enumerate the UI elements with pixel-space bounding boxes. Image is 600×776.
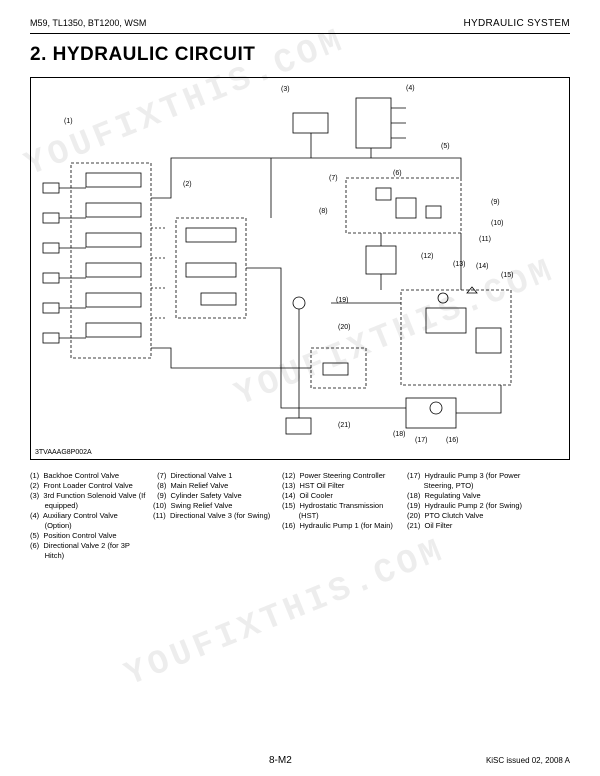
- callout-12: (12): [421, 253, 434, 260]
- callout-2: (2): [183, 181, 192, 188]
- third-function-valve: [292, 112, 329, 134]
- callout-5: (5): [441, 143, 450, 150]
- callout-1: (1): [64, 118, 73, 125]
- callout-19: (19): [336, 297, 349, 304]
- callout-4: (4): [406, 85, 415, 92]
- main-piping: [151, 133, 502, 418]
- callout-14: (14): [476, 263, 489, 270]
- page-title: 2. HYDRAULIC CIRCUIT: [30, 44, 256, 65]
- legend-col-1: (1) Backhoe Control Valve (2) Front Load…: [30, 471, 145, 561]
- legend-col-2: (7) Directional Valve 1 (8) Main Relief …: [153, 471, 270, 521]
- legend-item: (Option): [30, 521, 72, 530]
- backhoe-cylinders: [42, 182, 86, 344]
- callout-3: (3): [281, 86, 290, 93]
- legend-item: (11) Directional Valve 3 (for Swing): [153, 511, 271, 520]
- legend-item: (8) Main Relief Valve: [153, 481, 229, 490]
- control-valve-block: [345, 177, 462, 234]
- callout-8: (8): [319, 208, 328, 215]
- legend-item: (2) Front Loader Control Valve: [30, 481, 133, 490]
- pump-assembly: [405, 397, 457, 429]
- callout-17: (17): [415, 437, 428, 444]
- legend-item: (16) Hydraulic Pump 1 (for Main): [282, 521, 393, 530]
- legend-item: (12) Power Steering Controller: [282, 471, 386, 480]
- legend-col-3: (12) Power Steering Controller (13) HST …: [282, 471, 393, 531]
- legend-item: (6) Directional Valve 2 (for 3P: [30, 541, 130, 550]
- legend-item: Steering, PTO): [407, 481, 474, 490]
- hst-block: [400, 289, 512, 386]
- legend-item: equipped): [30, 501, 78, 510]
- legend-item: (15) Hydrostatic Transmission: [282, 501, 384, 510]
- legend-item: (1) Backhoe Control Valve: [30, 471, 120, 480]
- legend-item: (5) Position Control Valve: [30, 531, 117, 540]
- legend-item: (20) PTO Clutch Valve: [407, 511, 484, 520]
- legend-col-4: (17) Hydraulic Pump 3 (for Power Steerin…: [407, 471, 522, 531]
- oil-filter: [285, 417, 312, 435]
- circuit-diagram: [42, 97, 512, 435]
- legend-item: (4) Auxiliary Control Valve: [30, 511, 118, 520]
- header-section: HYDRAULIC SYSTEM: [463, 18, 570, 29]
- watermark: YOUFIXTHIS.COM: [120, 532, 452, 696]
- hydraulic-circuit-figure: (1) (2) (3) (4) (5) (6) (7) (8) (9) (10)…: [30, 77, 570, 460]
- legend-item: (19) Hydraulic Pump 2 (for Swing): [407, 501, 523, 510]
- front-loader-valve-block: [175, 217, 247, 319]
- backhoe-valve-block: [70, 162, 152, 359]
- legend-item: (9) Cylinder Safety Valve: [153, 491, 242, 500]
- power-steering-controller: [365, 245, 397, 275]
- callout-10: (10): [491, 220, 504, 227]
- legend-item: (17) Hydraulic Pump 3 (for Power: [407, 471, 521, 480]
- callout-7: (7): [329, 175, 338, 182]
- header-models: M59, TL1350, BT1200, WSM: [30, 18, 147, 28]
- legend-item: (13) HST Oil Filter: [282, 481, 345, 490]
- legend-item: (10) Swing Relief Valve: [153, 501, 233, 510]
- callout-9: (9): [491, 199, 500, 206]
- legend-item: Hitch): [30, 551, 65, 560]
- callout-16: (16): [446, 437, 459, 444]
- header-rule: [30, 33, 570, 34]
- callout-6: (6): [393, 170, 402, 177]
- callout-13: (13): [453, 261, 466, 268]
- callout-21: (21): [338, 422, 351, 429]
- figure-code: 3TVAAAG8P002A: [35, 449, 92, 456]
- pump-2: [292, 296, 306, 310]
- callout-11: (11): [479, 236, 491, 243]
- issued-note: KiSC issued 02, 2008 A: [485, 756, 570, 765]
- legend-item: (7) Directional Valve 1: [153, 471, 233, 480]
- legend-item: (HST): [282, 511, 319, 520]
- legend-item: (14) Oil Cooler: [282, 491, 333, 500]
- callout-18: (18): [393, 431, 406, 438]
- backhoe-spools: [85, 172, 142, 338]
- legend-item: (3) 3rd Function Solenoid Valve (If: [30, 491, 146, 500]
- callout-20: (20): [338, 324, 351, 331]
- legend-item: (18) Regulating Valve: [407, 491, 481, 500]
- legend-item: (21) Oil Filter: [407, 521, 453, 530]
- callout-15: (15): [501, 272, 514, 279]
- aux-control-valve: [355, 97, 392, 149]
- page-number: 8-M2: [269, 755, 292, 766]
